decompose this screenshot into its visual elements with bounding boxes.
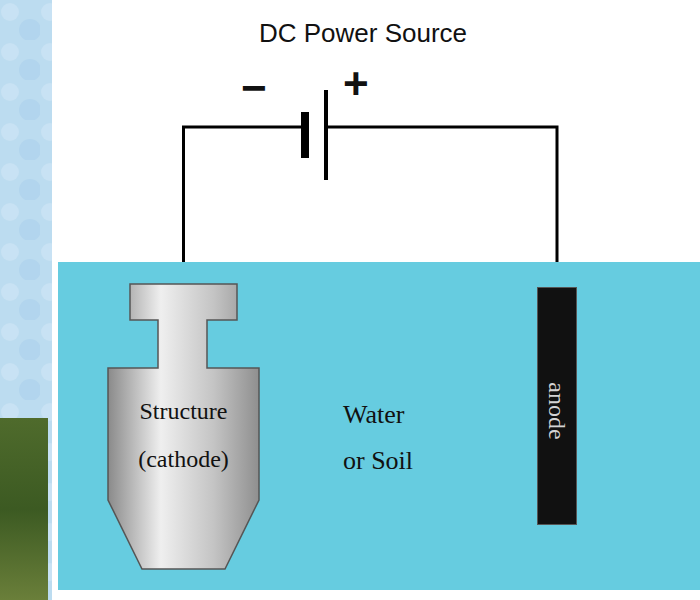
water-region: Water or Soil Structure (cathode) anode <box>58 262 700 590</box>
positive-sign: + <box>343 62 369 106</box>
structure-label: Structure (cathode) <box>113 387 254 483</box>
grass-photo <box>0 418 48 600</box>
structure-cathode: Structure (cathode) <box>107 283 260 570</box>
negative-sign: − <box>241 66 267 110</box>
anode-rod: anode <box>537 287 577 525</box>
anode-label: anode <box>545 382 569 439</box>
battery-negative-plate <box>301 112 309 158</box>
diagram-title: DC Power Source <box>259 18 467 49</box>
white-panel <box>52 0 700 600</box>
structure-outline <box>107 283 260 570</box>
medium-label: Water or Soil <box>343 392 431 484</box>
battery-positive-plate <box>324 90 328 180</box>
